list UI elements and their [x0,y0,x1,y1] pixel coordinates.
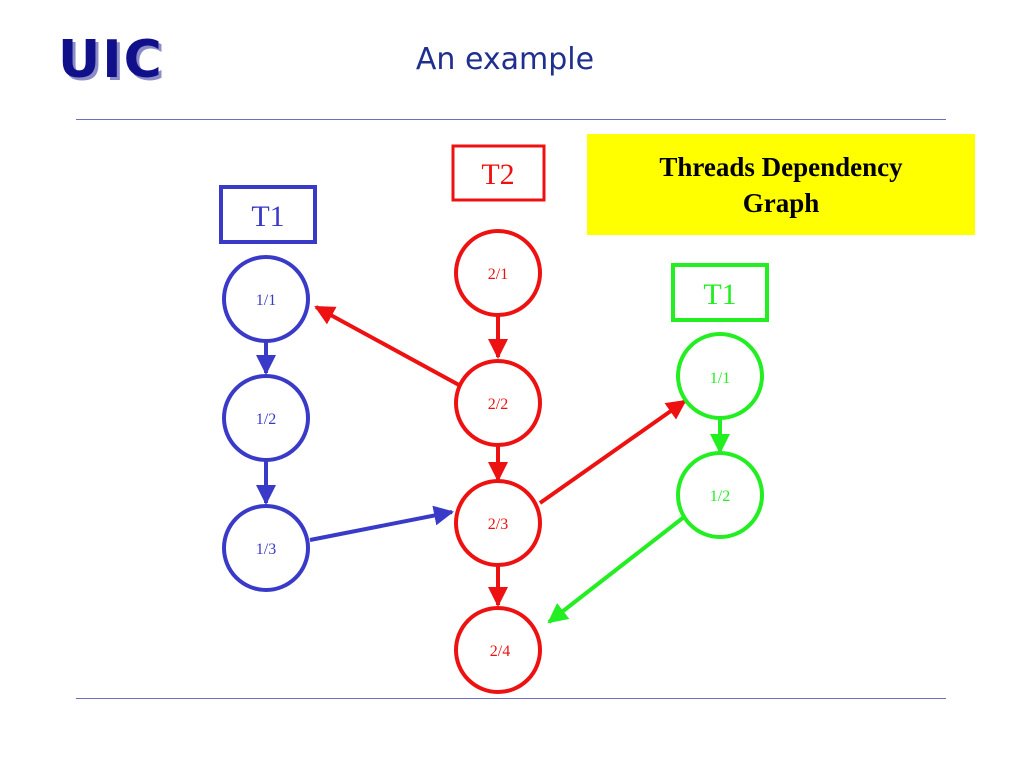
node-label: 2/1 [488,266,508,283]
node-t2-2-2: 2/2 [454,359,542,447]
node-label: 2/3 [488,516,508,533]
graph-caption-box: Threads Dependency Graph [587,134,975,235]
node-label: 1/3 [256,541,276,558]
node-t1r-1-2: 1/2 [676,451,764,539]
edge-b13-r23 [309,505,454,542]
top-divider [76,119,946,120]
node-label: 1/2 [710,488,730,505]
node-t2-2-1: 2/1 [454,229,542,317]
node-t1-1-1: 1/1 [222,255,310,343]
node-t1r-1-1: 1/1 [676,332,764,420]
thread-header-t2: T2 [451,144,546,202]
node-label: 1/1 [710,370,730,387]
edge-g12-r24 [547,515,686,624]
node-label: 1/2 [256,411,276,428]
uic-logo: UIC [58,30,164,90]
bottom-divider [76,698,946,699]
node-t2-2-3: 2/3 [454,479,542,567]
edge-r22-b11 [314,305,460,387]
node-label: 2/2 [488,396,508,413]
thread-label-t2: T2 [481,158,514,191]
caption-line-1: Threads Dependency [659,151,903,182]
slide-title: An example [415,42,595,77]
node-label: 2/4 [490,643,510,660]
node-t2-2-4: 2/4 [454,606,542,694]
edge-r23-g11 [538,399,687,505]
node-t1-1-3: 1/3 [222,504,310,592]
node-label: 1/1 [256,292,276,309]
thread-header-t1-right: T1 [671,263,769,322]
caption-line-2: Graph [742,187,820,218]
thread-label-t1-right: T1 [703,278,736,311]
thread-label-t1-left: T1 [251,200,284,233]
thread-header-t1-left: T1 [219,185,317,244]
node-t1-1-2: 1/2 [222,374,310,462]
